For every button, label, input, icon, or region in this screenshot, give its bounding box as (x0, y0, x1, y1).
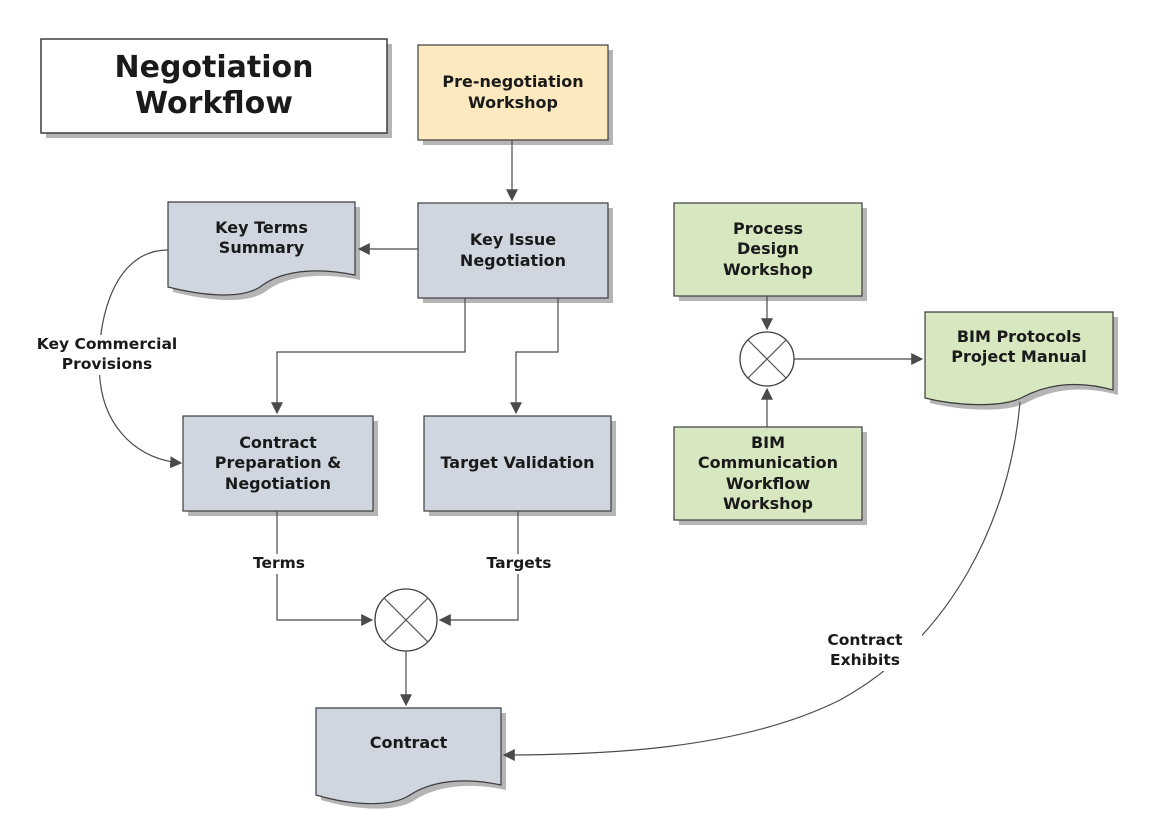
bim-protocols-document (924, 311, 1118, 410)
key-terms-summary-document (167, 201, 360, 300)
target-validation-label: Target Validation (440, 453, 595, 473)
key-issue-negotiation-label: Key Issue Negotiation (459, 230, 567, 270)
process-design-workshop-box (673, 202, 867, 301)
arrow-keyterms-to-contractprep (98, 249, 183, 469)
process-design-workshop-label: Process Design Workshop (723, 218, 813, 279)
key-terms-summary-label: Key Terms Summary (215, 217, 308, 257)
diagram-title-line1: Negotiation (114, 50, 314, 85)
summing-junction-bim (739, 331, 795, 387)
pre-negotiation-workshop-box (417, 44, 613, 145)
diagram-title-line2: Workflow (135, 86, 293, 121)
terms-label: Terms (236, 554, 322, 574)
targets-label: Targets (470, 554, 568, 574)
contract-document (315, 707, 506, 809)
contract-preparation-box (182, 415, 378, 516)
bim-protocols-label: BIM Protocols Project Manual (951, 326, 1087, 366)
contract-label: Contract (369, 732, 448, 752)
arrow-targetvalidation-to-junction (438, 511, 519, 626)
arrow-contractprep-to-junction (276, 511, 374, 626)
title-box (40, 38, 392, 138)
bim-communication-workshop-label: BIM Communication Workflow Workshop (697, 432, 839, 513)
contract-exhibits-label: Contract Exhibits (808, 631, 922, 671)
contract-preparation-label: Contract Preparation & Negotiation (214, 432, 342, 493)
bim-communication-workshop-box (673, 426, 867, 525)
summing-junction-contract (374, 588, 438, 652)
pre-negotiation-workshop-label: Pre-negotiation Workshop (442, 72, 584, 112)
arrow-keyissue-to-targetvalidation (510, 298, 559, 415)
key-issue-negotiation-box (417, 202, 613, 303)
target-validation-box (423, 415, 616, 516)
arrow-keyissue-to-contractprep (271, 298, 466, 415)
arrow-bimprotocols-to-contract (502, 401, 1021, 761)
diagram-title: Negotiation Workflow (41, 39, 387, 133)
key-commercial-provisions-label: Key Commercial Provisions (20, 335, 194, 375)
